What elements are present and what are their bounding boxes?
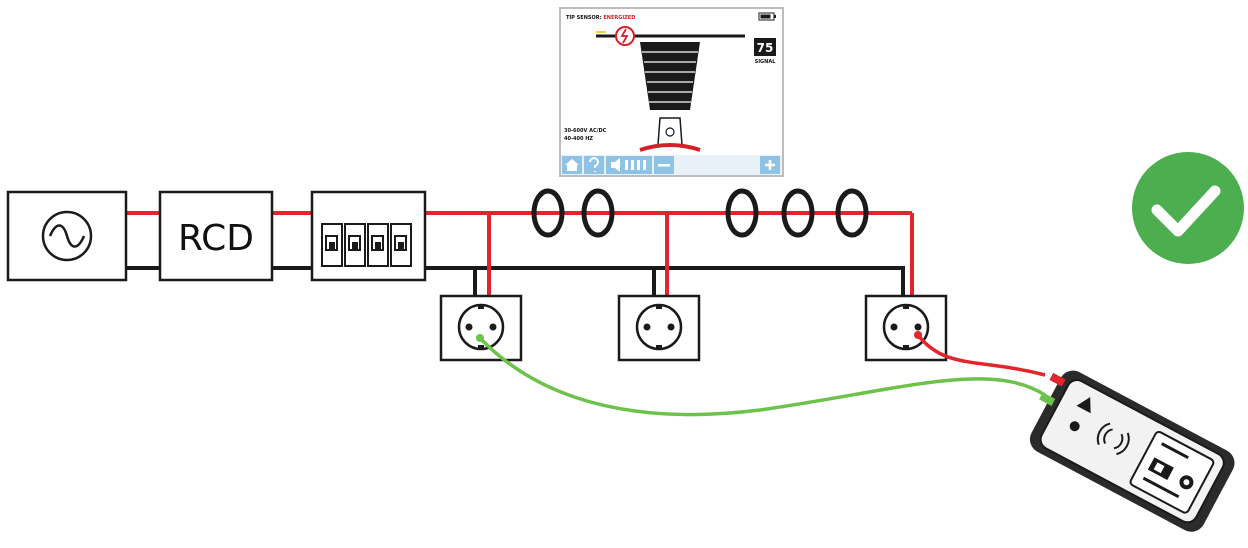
probe-icon — [639, 117, 701, 152]
signal-ring-icon — [531, 188, 565, 238]
check-icon — [1151, 185, 1221, 237]
home-icon — [565, 159, 579, 171]
battery-icon — [758, 12, 776, 21]
voltage-range: 30-600V AC/DC — [564, 128, 607, 134]
green-lead-tip — [476, 334, 484, 342]
rcd-box: RCD — [158, 190, 274, 282]
sine-wave-icon — [48, 224, 86, 248]
plus-button[interactable] — [760, 156, 780, 174]
signal-ring-icon — [835, 188, 869, 238]
breaker — [367, 223, 389, 267]
volume-icon — [611, 158, 620, 172]
signal-ring-icon — [725, 188, 759, 238]
signal-ring-icon — [581, 188, 615, 238]
svg-text:TIP SENSOR: ENERGIZED: TIP SENSOR: ENERGIZED — [566, 15, 635, 21]
socket-outlet — [617, 294, 701, 362]
breaker — [344, 223, 366, 267]
signal-label: SIGNAL — [755, 59, 777, 65]
screen-header-label: TIP SENSOR: — [566, 15, 602, 21]
red-lead-tip — [914, 331, 922, 339]
warning-icon — [1076, 397, 1091, 414]
wireless-icon — [1096, 422, 1130, 456]
screen-header-value: ENERGIZED — [603, 15, 635, 21]
help-button[interactable] — [584, 156, 604, 174]
breaker — [321, 223, 343, 267]
ac-source-icon — [41, 210, 93, 262]
breaker — [390, 223, 412, 267]
red-test-lead — [916, 333, 1046, 377]
receiver-screen: TIP SENSOR: ENERGIZED — [559, 7, 784, 177]
ac-source — [6, 190, 128, 282]
wiring — [126, 211, 914, 300]
signal-value: 75 — [757, 41, 774, 55]
signal-ring-icon — [781, 188, 815, 238]
breaker-panel — [310, 190, 427, 282]
green-test-lead — [478, 336, 1046, 417]
minus-icon — [658, 164, 670, 167]
success-badge — [1132, 152, 1244, 264]
signal-rings — [531, 188, 869, 238]
brand-logo-icon — [1069, 421, 1080, 432]
volume-button[interactable] — [606, 156, 652, 174]
frequency-range: 40-400 HZ — [564, 136, 593, 142]
signal-value-box — [754, 38, 776, 56]
minus-button[interactable] — [654, 156, 674, 174]
signal-strength-icon — [640, 42, 700, 110]
socket-outlet — [439, 294, 523, 362]
rcd-label: RCD — [178, 218, 254, 259]
help-icon — [589, 157, 599, 172]
home-button[interactable] — [562, 156, 582, 174]
plus-icon — [765, 160, 775, 170]
signal-transmitter — [1029, 370, 1235, 532]
